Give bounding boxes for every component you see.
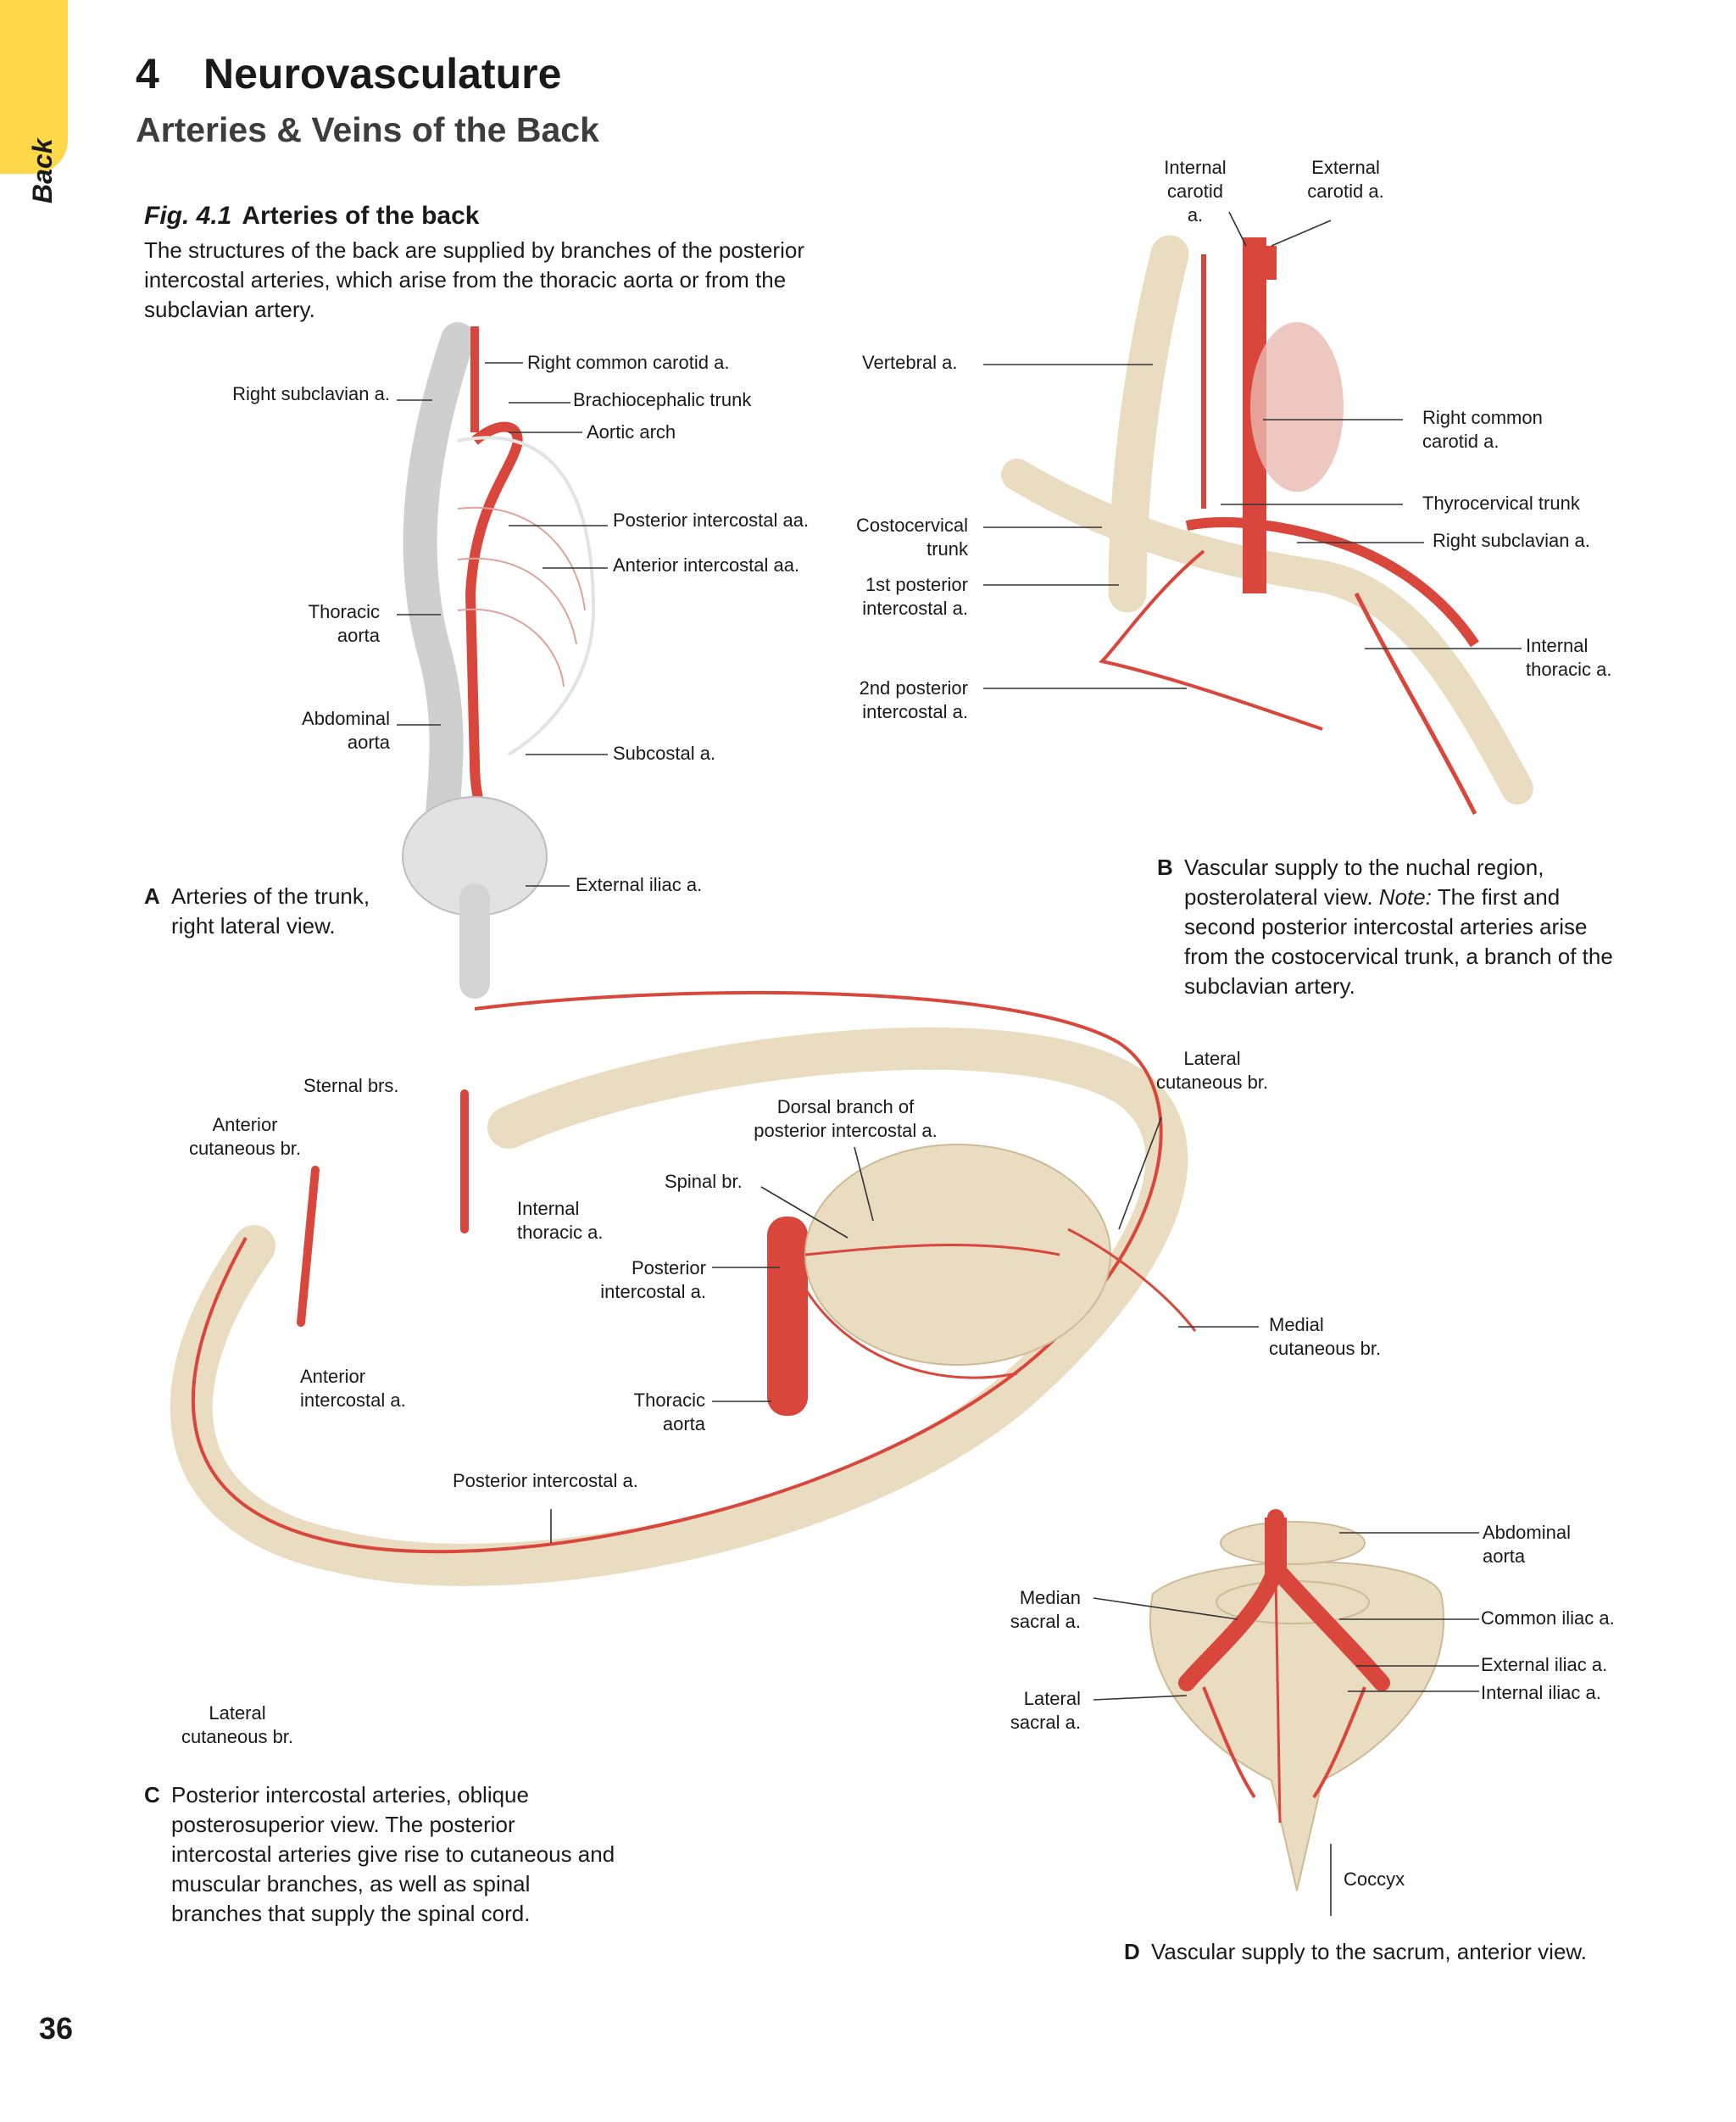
label-dorsal-branch: Dorsal branch of posterior intercostal a… xyxy=(754,1096,938,1141)
caption-b-letter: B xyxy=(1157,855,1173,880)
leader-lines xyxy=(397,211,1522,1916)
label-thoracic-aorta: Thoracic aorta xyxy=(308,601,380,646)
label-anterior-intercostal-a: Anterior intercostal a. xyxy=(300,1366,406,1411)
caption-b: B Vascular supply to the nuchal region, p… xyxy=(1157,853,1625,1001)
label-lateral-cutaneous-br-top: Lateral cutaneous br. xyxy=(1155,1048,1269,1093)
label-1st-posterior-intercostal-a: 1st posterior intercostal a. xyxy=(862,574,968,619)
caption-d-letter: D xyxy=(1124,1939,1140,1964)
label-external-carotid-a: External carotid a. xyxy=(1307,157,1384,202)
panel-a-illustration xyxy=(402,322,596,999)
figure-number: Fig. 4.1 xyxy=(144,202,232,230)
caption-b-note: Note: xyxy=(1378,884,1432,910)
label-abdominal-aorta: Abdominal aorta xyxy=(302,708,390,753)
figure-title-text: Arteries of the back xyxy=(242,202,480,230)
figure-title: Fig. 4.1 Arteries of the back xyxy=(144,202,479,231)
label-internal-iliac-a: Internal iliac a. xyxy=(1481,1682,1601,1703)
caption-c: C Posterior intercostal arteries, oblique… xyxy=(144,1780,620,1929)
label-costocervical-trunk: Costocervical trunk xyxy=(855,515,968,560)
label-internal-carotid-a: Internal carotid a. xyxy=(1164,157,1227,226)
figure-description: The structures of the back are supplied … xyxy=(144,237,804,322)
label-internal-thoracic-a-c: Internal thoracic a. xyxy=(517,1198,604,1243)
label-spinal-br: Spinal br. xyxy=(665,1171,743,1192)
label-abdominal-aorta-d: Abdominal aorta xyxy=(1483,1522,1571,1567)
chapter-tab xyxy=(0,0,68,174)
label-posterior-intercostal-a-mid: Posterior intercostal a. xyxy=(600,1257,706,1302)
caption-d-text: Vascular supply to the sacrum, anterior … xyxy=(1151,1939,1587,1964)
panel-b-illustration xyxy=(1001,235,1533,816)
label-right-subclavian-a-b: Right subclavian a. xyxy=(1433,530,1590,551)
label-median-sacral-a: Median sacral a. xyxy=(1010,1587,1081,1632)
label-right-subclavian-a: Right subclavian a. xyxy=(232,383,390,404)
chapter-number: 4 xyxy=(136,50,159,97)
page-number: 36 xyxy=(39,2011,74,2046)
caption-a-text: Arteries of the trunk, right lateral vie… xyxy=(171,883,370,938)
caption-c-letter: C xyxy=(144,1782,160,1807)
caption-a-letter: A xyxy=(144,883,160,909)
label-anterior-intercostal-aa: Anterior intercostal aa. xyxy=(613,554,800,576)
caption-d: D Vascular supply to the sacrum, anterior… xyxy=(1124,1937,1660,1967)
label-common-iliac-a: Common iliac a. xyxy=(1481,1607,1615,1629)
label-subcostal-a: Subcostal a. xyxy=(613,743,716,764)
label-thoracic-aorta-c: Thoracic aorta xyxy=(633,1390,705,1434)
caption-c-text: Posterior intercostal arteries, oblique … xyxy=(171,1782,615,1926)
label-sternal-brs: Sternal brs. xyxy=(303,1075,399,1096)
label-anterior-cutaneous-br: Anterior cutaneous br. xyxy=(188,1114,302,1159)
label-right-common-carotid-a-b: Right common carotid a. xyxy=(1422,407,1543,452)
label-external-iliac-a: External iliac a. xyxy=(576,874,703,895)
label-posterior-intercostal-a-bottom: Posterior intercostal a. xyxy=(453,1470,638,1491)
section-title: Arteries & Veins of the Back xyxy=(136,110,599,149)
label-medial-cutaneous-br: Medial cutaneous br. xyxy=(1269,1314,1382,1359)
label-vertebral-a: Vertebral a. xyxy=(862,352,958,373)
chapter-title: Neurovasculature xyxy=(203,50,562,97)
label-aortic-arch: Aortic arch xyxy=(587,421,676,443)
label-brachiocephalic-trunk: Brachiocephalic trunk xyxy=(573,389,752,410)
panel-c-illustration xyxy=(170,990,1197,1586)
caption-b-text-1: Vascular supply to the nuchal region, po… xyxy=(1184,855,1544,910)
caption-a: A Arteries of the trunk, right lateral vi… xyxy=(144,882,375,941)
label-coccyx: Coccyx xyxy=(1344,1869,1405,1890)
panel-d-illustration xyxy=(1149,1509,1445,1891)
label-internal-thoracic-a-b: Internal thoracic a. xyxy=(1526,635,1612,680)
label-right-common-carotid-a: Right common carotid a. xyxy=(527,352,730,373)
label-lateral-sacral-a: Lateral sacral a. xyxy=(1010,1688,1081,1733)
label-external-iliac-a-d: External iliac a. xyxy=(1481,1654,1608,1675)
chapter-heading: 4 Neurovasculature xyxy=(136,49,561,98)
label-lateral-cutaneous-br-bottom: Lateral cutaneous br. xyxy=(181,1702,294,1747)
label-thyrocervical-trunk: Thyrocervical trunk xyxy=(1422,493,1580,514)
caption-b-text-2: The first and second posterior intercost… xyxy=(1184,884,1613,999)
label-2nd-posterior-intercostal-a: 2nd posterior intercostal a. xyxy=(859,677,968,722)
label-posterior-intercostal-aa: Posterior intercostal aa. xyxy=(613,510,810,531)
